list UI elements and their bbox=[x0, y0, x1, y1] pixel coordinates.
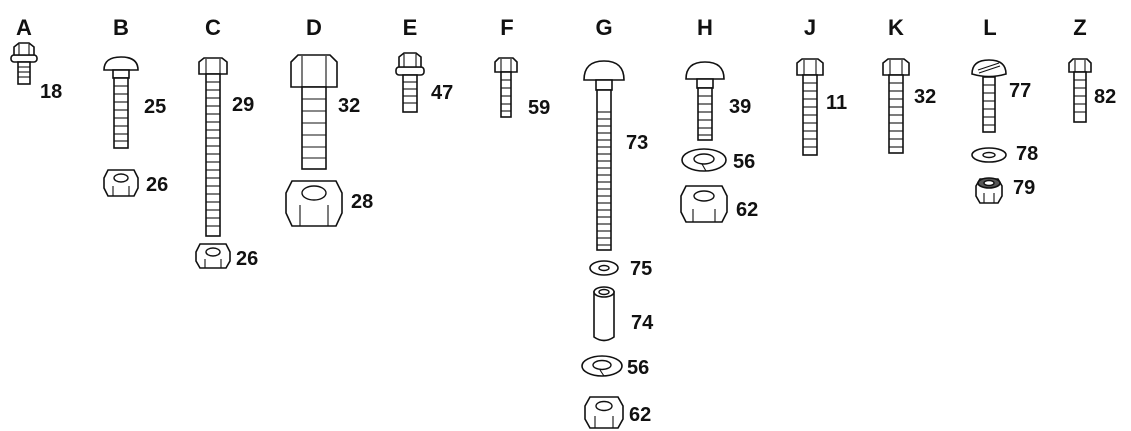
column-letter-c: C bbox=[205, 15, 221, 40]
hex-nut-d bbox=[285, 180, 343, 227]
flat-washer-l bbox=[971, 147, 1007, 163]
part-number-29: 29 bbox=[232, 94, 254, 116]
part-number-78: 78 bbox=[1016, 143, 1038, 165]
part-number-28: 28 bbox=[351, 191, 373, 213]
part-number-82: 82 bbox=[1094, 86, 1116, 108]
lock-washer-g bbox=[581, 355, 623, 377]
part-number-25: 25 bbox=[144, 96, 166, 118]
part-number-11: 11 bbox=[826, 92, 847, 114]
spacer-g bbox=[593, 286, 615, 342]
column-letter-e: E bbox=[403, 15, 418, 40]
part-number-26-b: 26 bbox=[146, 174, 168, 196]
lock-washer-h bbox=[681, 148, 727, 172]
column-letter-h: H bbox=[697, 15, 713, 40]
carriage-bolt-h bbox=[685, 61, 725, 141]
part-number-62-h: 62 bbox=[736, 199, 758, 221]
hex-nut-g bbox=[584, 396, 624, 429]
part-number-75: 75 bbox=[630, 258, 652, 280]
column-letter-z: Z bbox=[1073, 15, 1086, 40]
flange-bolt-a bbox=[10, 42, 38, 85]
part-number-18: 18 bbox=[40, 81, 62, 103]
carriage-bolt-g bbox=[583, 60, 625, 251]
column-letter-j: J bbox=[804, 15, 816, 40]
flat-washer-g bbox=[589, 260, 619, 276]
hex-nut-h bbox=[680, 185, 728, 223]
hex-bolt-z bbox=[1068, 58, 1092, 123]
carriage-bolt-b bbox=[103, 56, 139, 149]
hex-bolt-f bbox=[494, 57, 518, 118]
hex-nut-b bbox=[103, 169, 139, 197]
slotted-screw-l bbox=[971, 59, 1007, 133]
part-number-56-g: 56 bbox=[627, 357, 649, 379]
column-letter-l: L bbox=[983, 15, 996, 40]
lock-nut-l bbox=[975, 177, 1003, 204]
part-number-73: 73 bbox=[626, 132, 648, 154]
flange-bolt-e bbox=[395, 52, 425, 113]
column-letter-a: A bbox=[16, 15, 32, 40]
column-letter-b: B bbox=[113, 15, 129, 40]
part-number-56-h: 56 bbox=[733, 151, 755, 173]
part-number-32-k: 32 bbox=[914, 86, 936, 108]
part-number-77: 77 bbox=[1009, 80, 1031, 102]
column-letter-d: D bbox=[306, 15, 322, 40]
column-letter-g: G bbox=[595, 15, 612, 40]
part-number-47: 47 bbox=[431, 82, 453, 104]
part-number-62-g: 62 bbox=[629, 404, 651, 426]
part-number-39: 39 bbox=[729, 96, 751, 118]
hex-bolt-j bbox=[796, 58, 824, 156]
column-letter-f: F bbox=[500, 15, 513, 40]
hex-bolt-d bbox=[290, 54, 338, 170]
hex-nut-c bbox=[195, 243, 231, 269]
part-number-32-d: 32 bbox=[338, 95, 360, 117]
part-number-74: 74 bbox=[631, 312, 654, 334]
part-number-79: 79 bbox=[1013, 177, 1035, 199]
hex-bolt-k bbox=[882, 58, 910, 154]
hex-bolt-c bbox=[198, 57, 228, 237]
column-letter-k: K bbox=[888, 15, 904, 40]
part-number-26-c: 26 bbox=[236, 248, 258, 270]
part-number-59: 59 bbox=[528, 97, 550, 119]
